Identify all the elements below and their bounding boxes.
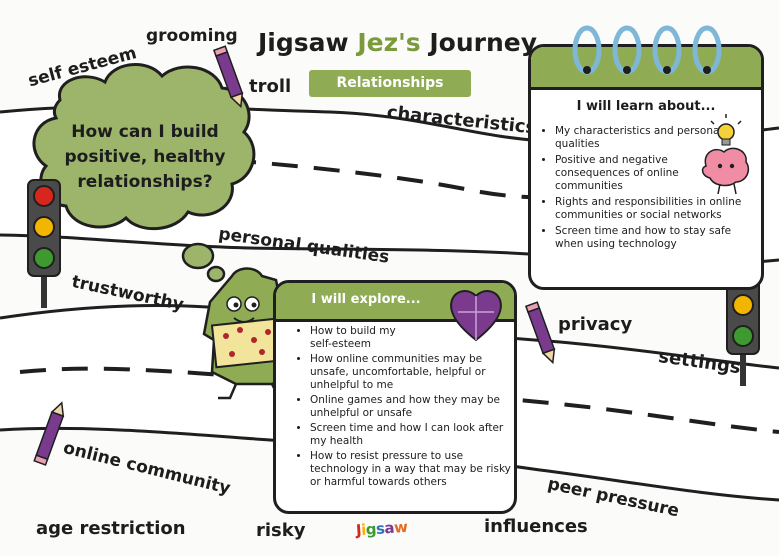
learn-card-list: My characteristics and personal qualitie…	[537, 125, 755, 254]
cloud-question: How can I build positive, healthy relati…	[64, 122, 226, 192]
learn-card-title: I will learn about...	[576, 99, 716, 114]
learn-card-header	[531, 47, 761, 90]
list-item: Screen time and how to stay safe when us…	[555, 225, 755, 251]
explore-card-title: I will explore...	[311, 292, 421, 307]
list-item: My characteristics and personal qualitie…	[555, 125, 755, 151]
list-item: Screen time and how I can look after my …	[310, 422, 514, 448]
word-influences: influences	[484, 516, 588, 537]
page-title: Jigsaw Jez's Journey	[258, 28, 537, 57]
traffic-light-icon-left	[27, 179, 61, 308]
explore-card-list: How to build my self-esteem How online c…	[290, 325, 514, 491]
list-item: How to build my self-esteem	[310, 325, 420, 351]
pencil-icon	[524, 301, 556, 365]
word-troll: troll	[249, 76, 292, 97]
title-part-3: Journey	[420, 28, 538, 57]
list-item: How online communities may be unsafe, un…	[310, 353, 514, 392]
lightbulb-icon	[710, 114, 742, 146]
list-item: Online games and how they may be unhelpf…	[310, 394, 514, 420]
list-item: Positive and negative consequences of on…	[555, 154, 695, 193]
word-grooming: grooming	[146, 26, 238, 46]
word-privacy: privacy	[558, 314, 633, 335]
jigsaw-logo: Jigsaw	[355, 517, 409, 540]
brain-icon	[701, 147, 750, 195]
pencil-icon	[212, 45, 244, 109]
pencil-icon	[33, 401, 65, 466]
title-part-2: Jez's	[357, 28, 421, 57]
title-part-1: Jigsaw	[258, 28, 358, 57]
word-age-restriction: age restriction	[36, 518, 186, 539]
list-item: Rights and responsibilities in online co…	[555, 196, 755, 222]
word-risky: risky	[256, 520, 306, 541]
theme-badge: Relationships	[309, 70, 471, 97]
list-item: How to resist pressure to use technology…	[310, 450, 514, 489]
